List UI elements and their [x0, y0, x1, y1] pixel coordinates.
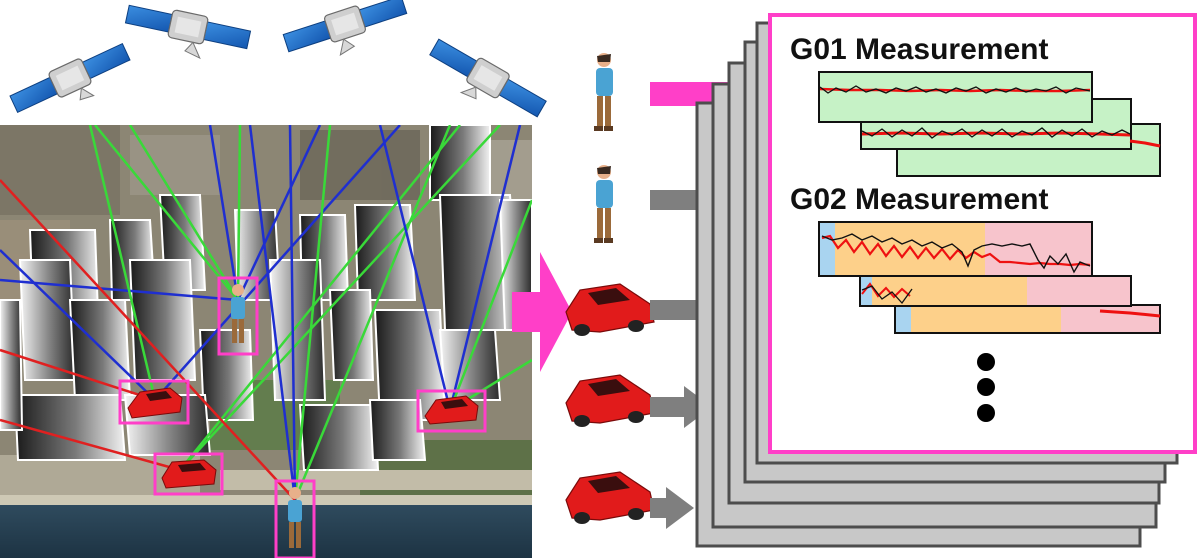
satellite-icon [282, 0, 413, 70]
satellites [8, 0, 549, 132]
pedestrian-icon [594, 165, 613, 243]
car-icon [566, 284, 654, 336]
pedestrian-icon [594, 53, 613, 131]
g02-plot-1 [819, 222, 1092, 276]
satellite-icon [122, 0, 252, 67]
g02-plot-3 [895, 305, 1160, 333]
car-icon [566, 472, 654, 524]
panel-title-g02: G02 Measurement [790, 183, 1048, 216]
car-icon [566, 375, 654, 427]
city-scene [0, 125, 532, 558]
water [0, 505, 532, 558]
g02-plot-2 [860, 276, 1131, 306]
panel-title-g01: G01 Measurement [790, 33, 1048, 66]
panel-stack: G01 Measurement G02 Measurement [697, 15, 1195, 546]
arrow-5 [650, 487, 694, 529]
continuation-dots [977, 353, 995, 422]
satellite-icon [421, 35, 548, 132]
satellite-icon [8, 39, 137, 128]
head [232, 284, 244, 296]
